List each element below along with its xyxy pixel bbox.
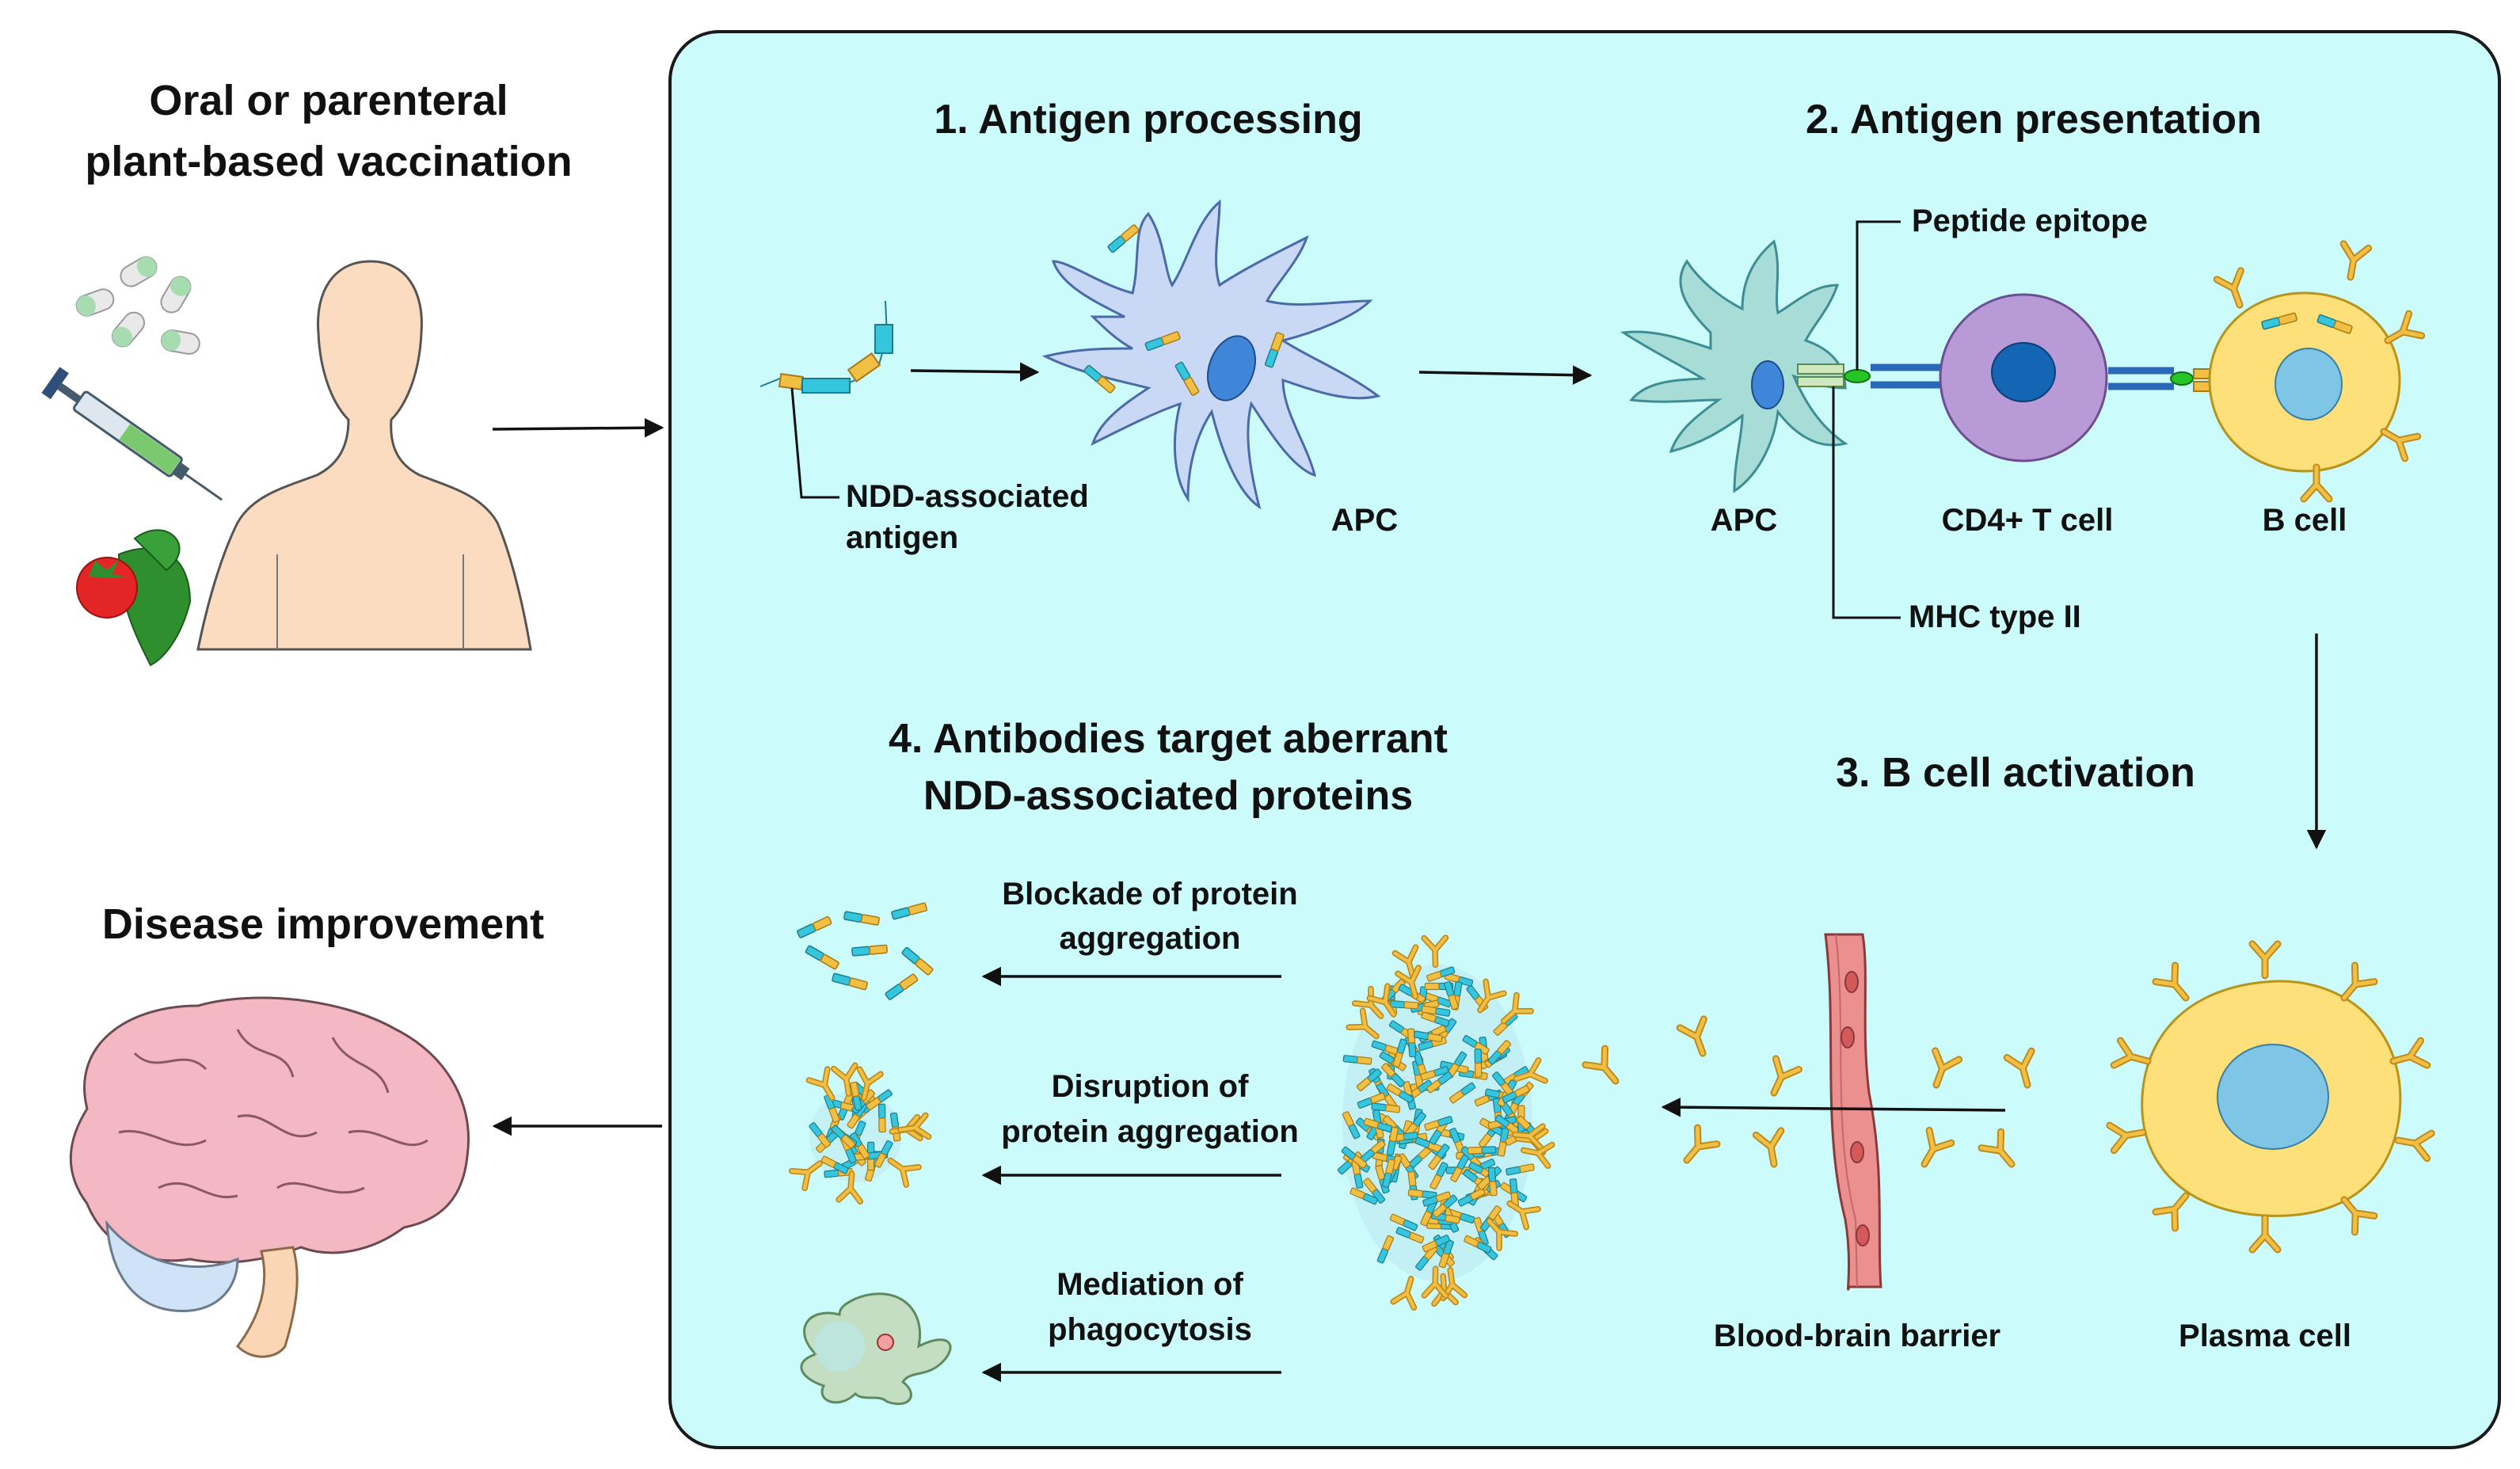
- vaccination-title-line1: Oral or parenteral: [149, 77, 508, 124]
- plasma-cell-label: Plasma cell: [2179, 1319, 2351, 1353]
- step2-title: 2. Antigen presentation: [1806, 97, 2262, 143]
- disruption-label-line1: Disruption of: [1052, 1069, 1250, 1104]
- capsules-icon: [75, 256, 200, 355]
- human-body-icon: [196, 260, 532, 651]
- peptide-epitope-leader-line: [1856, 220, 1901, 371]
- disruption-label-line2: protein aggregation: [1001, 1114, 1299, 1149]
- cd4-t-cell-icon: [1939, 293, 2108, 462]
- apc-cell-icon: [1041, 199, 1381, 510]
- ndd-antigen-icon: [759, 300, 893, 394]
- mhc-leader-line: [1832, 386, 1901, 619]
- apc-label-step2: APC: [1711, 503, 1777, 538]
- antigen-label-line1: NDD-associated: [846, 479, 1089, 514]
- vaccination-to-process-arrow: [492, 417, 664, 438]
- tomato-plant-icon: [76, 529, 192, 667]
- disease-improvement-title: Disease improvement: [102, 900, 544, 948]
- plasma-cell-icon: [2110, 944, 2431, 1250]
- blockade-label-line2: aggregation: [1060, 921, 1241, 956]
- step1-to-step2-arrow: [1418, 365, 1593, 385]
- protein-aggregate-icon: [1337, 938, 1552, 1307]
- vaccination-title-line2: plant-based vaccination: [85, 138, 572, 185]
- apc-cell-step2-icon: [1620, 239, 1848, 493]
- mediation-label-line2: phagocytosis: [1048, 1312, 1252, 1347]
- phagocyte-icon: [800, 1292, 952, 1406]
- blockade-label-line1: Blockade of protein: [1002, 877, 1297, 911]
- antigen-leader-line: [790, 387, 839, 499]
- b-cell-icon: [2208, 244, 2422, 499]
- mhc-tcr-complex-icon: [1797, 363, 1940, 389]
- apc-label-step1: APC: [1331, 503, 1398, 538]
- mhc-type-ii-label: MHC type II: [1909, 599, 2081, 634]
- step1-title: 1. Antigen processing: [934, 97, 1362, 143]
- step3-title: 3. B cell activation: [1836, 750, 2195, 796]
- antigen-label-line2: antigen: [846, 520, 958, 555]
- step4-title-line2: NDD-associated proteins: [923, 773, 1413, 819]
- mediation-label-line1: Mediation of: [1056, 1267, 1243, 1302]
- syringe-icon: [41, 367, 223, 501]
- peptide-epitope-label: Peptide epitope: [1912, 204, 2148, 238]
- plasma-to-aggregate-arrow: [1661, 1097, 2006, 1117]
- disrupted-aggregate-icon: [792, 1065, 929, 1201]
- blood-brain-barrier-icon: [1824, 933, 1882, 1291]
- brain-icon: [69, 996, 470, 1358]
- step4-title-line1: 4. Antibodies target aberrant: [889, 716, 1448, 762]
- b-cell-label: B cell: [2263, 503, 2347, 538]
- cd4-t-cell-label: CD4+ T cell: [1942, 503, 2114, 538]
- antigen-to-apc-arrow: [910, 362, 1040, 382]
- blood-brain-barrier-label: Blood-brain barrier: [1714, 1319, 2000, 1353]
